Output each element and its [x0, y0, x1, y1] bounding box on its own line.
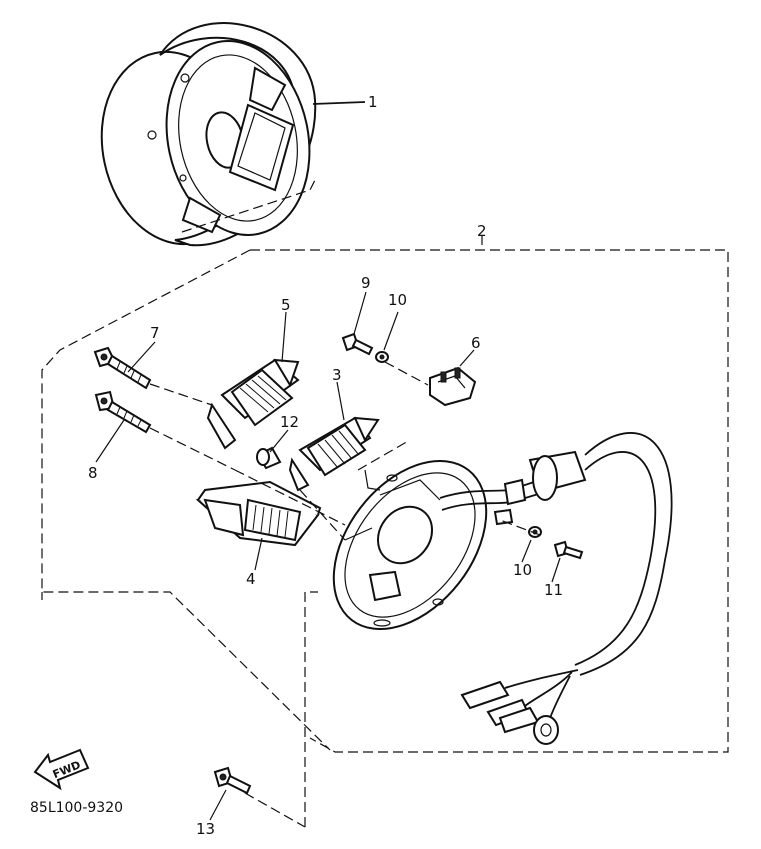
callout-5: 5 [281, 296, 291, 314]
washer-10 [375, 351, 389, 363]
callout-6: 6 [471, 334, 481, 352]
callout-1: 1 [368, 93, 378, 111]
source-coil [288, 416, 380, 492]
screw-7 [93, 346, 152, 390]
callout-11: 11 [544, 581, 563, 599]
leader-lines [95, 291, 561, 821]
stator-assembly-outline [41, 179, 729, 753]
callout-labels: 1 2 3 4 5 6 7 8 9 10 10 11 12 13 [88, 93, 563, 838]
pickup-coil [195, 480, 322, 547]
fwd-arrow-icon: FWD [33, 748, 90, 791]
screw-8 [94, 390, 152, 434]
screw-13 [213, 766, 252, 795]
part-code: 85L100-9320 [30, 800, 123, 816]
callout-12: 12 [280, 413, 299, 431]
stator-base-plate [332, 459, 488, 631]
flywheel-rotor [100, 22, 366, 247]
lead-clamp [429, 366, 477, 407]
assembly-guide-lines [149, 361, 541, 828]
callout-9: 9 [361, 274, 371, 292]
screw-11 [553, 540, 584, 560]
callout-7: 7 [150, 324, 160, 342]
wire-harness [439, 432, 673, 745]
screw-9 [341, 332, 374, 356]
callout-4: 4 [246, 570, 256, 588]
callout-13: 13 [196, 820, 215, 838]
callout-10-lower: 10 [513, 561, 532, 579]
spacer [256, 446, 282, 470]
callout-3: 3 [332, 366, 342, 384]
callout-10-upper: 10 [388, 291, 407, 309]
charging-coil [206, 358, 300, 450]
callout-8: 8 [88, 464, 98, 482]
callout-2: 2 [477, 222, 487, 240]
